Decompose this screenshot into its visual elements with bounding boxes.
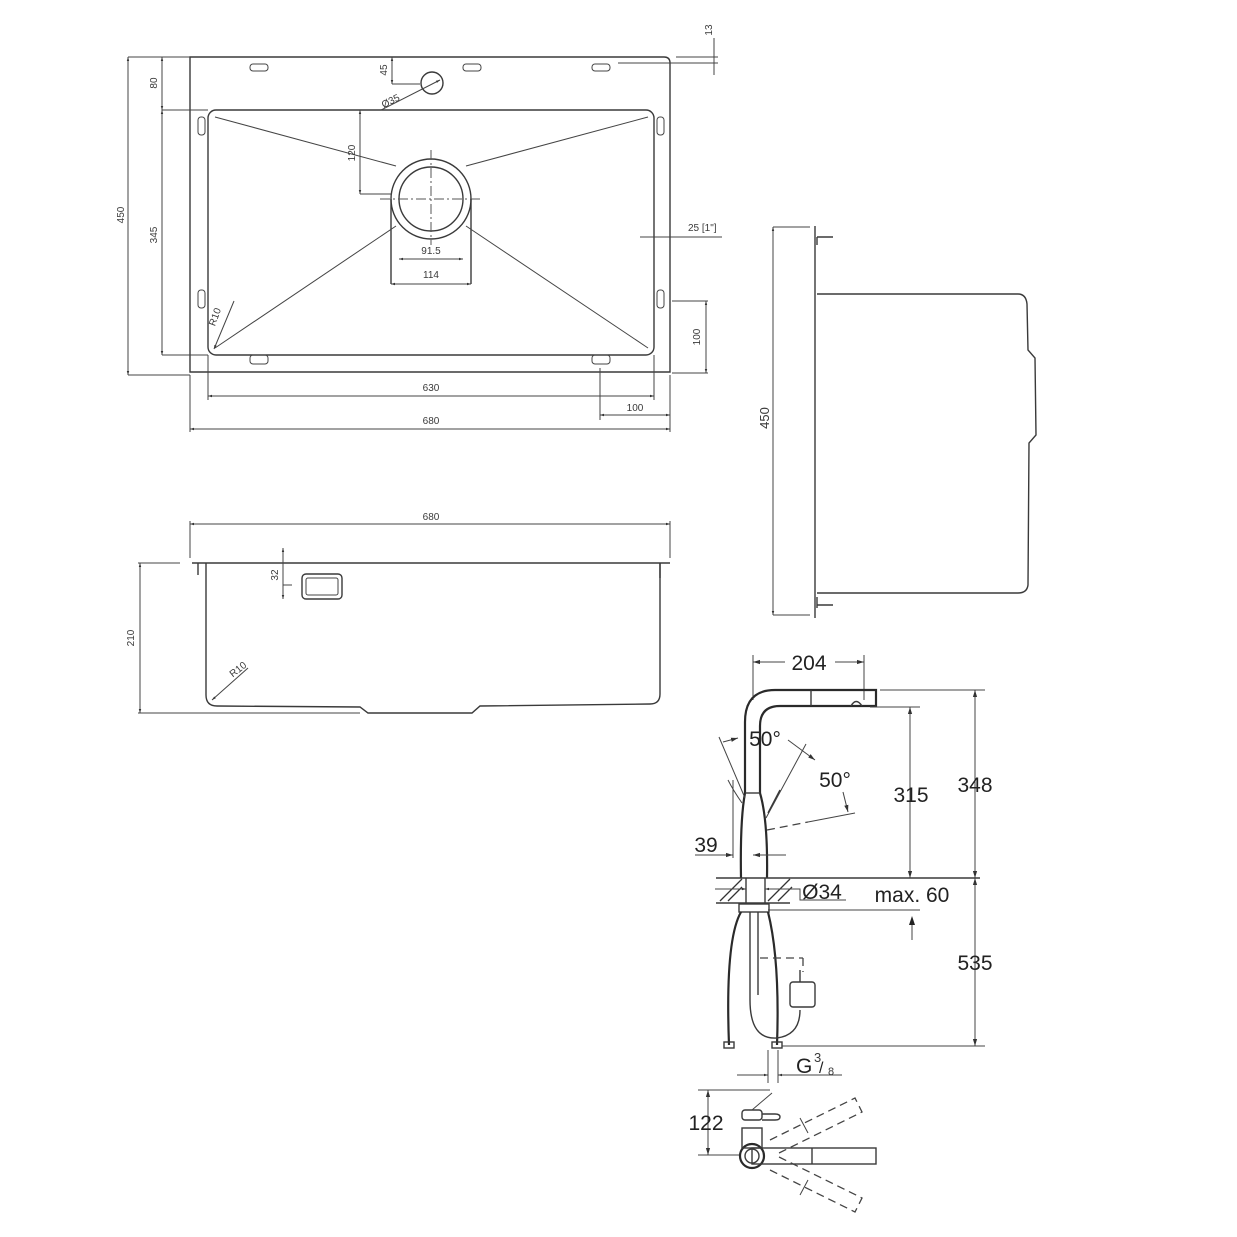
dim-back-ledge: 80: [149, 77, 160, 89]
sink-side-section: 450: [757, 226, 1037, 618]
dim-lever-angle-back: 50°: [749, 728, 781, 751]
dim-clip-offset-x: 100: [627, 403, 644, 414]
dim-hose-length: 535: [957, 952, 992, 975]
dim-drain-offset: 120: [347, 144, 358, 161]
dim-bowl-depth: 345: [149, 226, 160, 243]
dim-connection-den: 8: [828, 1066, 834, 1078]
sink-top-view: 450 80 345 45 Ø35 120 91.5 114 25 [1"] R…: [116, 24, 722, 432]
dim-overall-depth: 450: [116, 206, 127, 223]
dim-flange: 25 [1"]: [688, 223, 717, 234]
dim-hole-diameter: Ø34: [802, 881, 842, 904]
dim-faucet-top-depth: 122: [688, 1112, 723, 1135]
sink-front-section: 680 32 210 R10: [126, 512, 671, 714]
dim-tap-hole-diameter: Ø35: [380, 92, 402, 111]
tap-hole: [420, 71, 444, 95]
dim-lever-offset: 39: [694, 834, 717, 857]
dim-bowl-width: 630: [423, 383, 440, 394]
dim-lever-angle-front: 50°: [819, 769, 851, 792]
dim-overflow-offset: 32: [270, 569, 281, 581]
dim-corner-radius: R10: [207, 306, 224, 327]
dim-reach: 204: [791, 652, 826, 675]
dim-connection: G: [796, 1055, 812, 1078]
dim-max-deck: max. 60: [875, 884, 950, 907]
faucet-side-view: 204 50° 50° 39: [694, 652, 993, 1083]
dim-total-height: 348: [957, 774, 992, 797]
dim-drain-inner: 91.5: [421, 246, 441, 257]
dim-front-width: 680: [423, 512, 440, 523]
dim-tap-hole-offset: 45: [379, 64, 390, 76]
dim-side-depth: 450: [757, 407, 772, 429]
faucet-top-view: 122: [688, 1089, 877, 1213]
dim-connection-num: 3: [814, 1050, 821, 1065]
dim-rim-thickness: 13: [704, 24, 715, 36]
dim-clip-offset-y: 100: [692, 328, 703, 345]
dim-drain-outer: 114: [423, 270, 439, 281]
fraction-slash: /: [819, 1060, 824, 1077]
dim-front-height: 210: [126, 629, 137, 646]
dim-overall-width: 680: [423, 416, 440, 427]
dim-spout-height: 315: [893, 784, 928, 807]
